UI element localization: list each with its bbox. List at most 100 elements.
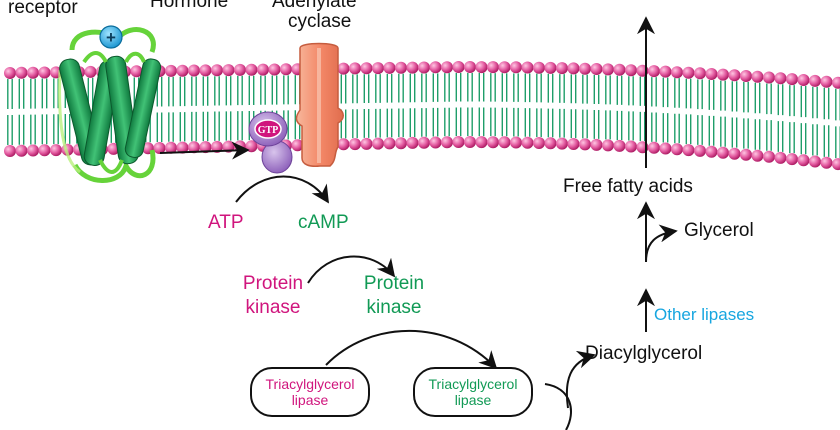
lipid-head <box>579 138 591 151</box>
lipid-head <box>280 63 292 76</box>
lipid-head <box>487 61 499 74</box>
lipid-head <box>705 145 718 158</box>
lipid-head <box>613 139 626 152</box>
lipid-head <box>395 61 407 74</box>
lipid-head <box>360 62 373 75</box>
lipid-head <box>751 70 764 83</box>
lipid-head <box>429 136 442 149</box>
lipid-head <box>797 74 810 86</box>
lipid-head <box>130 65 143 78</box>
adenylate-cyclase-label-line1: Adenylate <box>272 0 357 12</box>
adenylate-cyclase-label-line2: cyclase <box>288 11 352 32</box>
lipid-head <box>441 136 453 149</box>
lipid-head <box>544 137 557 150</box>
receptor-to-gprotein-arrow <box>159 141 250 160</box>
lipid-head <box>567 138 580 150</box>
lipid-head <box>418 136 430 149</box>
tag-lipase-inactive-line1: Triacylglycerol <box>265 376 355 392</box>
lipid-head <box>498 136 511 149</box>
lipid-head <box>510 136 522 149</box>
lipid-head <box>694 67 706 80</box>
lipid-head <box>774 72 787 85</box>
lipid-head <box>579 62 591 75</box>
lipid-head <box>659 65 672 78</box>
tag-to-dag-arrow <box>565 350 596 409</box>
lipid-head <box>383 137 396 150</box>
lipid-head <box>774 151 787 164</box>
lipid-head <box>84 65 97 78</box>
other-lipases-label: Other lipases <box>654 305 755 324</box>
lipid-head <box>567 62 580 75</box>
lipid-head <box>602 63 614 76</box>
lipid-head <box>245 63 258 76</box>
lipid-head <box>671 143 683 156</box>
protein-kinase-inactive-line2: kinase <box>245 297 301 318</box>
lipid-head <box>395 137 407 150</box>
lipid-head <box>590 138 603 151</box>
lipid-head <box>717 146 729 159</box>
lipid-head <box>751 149 764 162</box>
lipid-head <box>153 142 166 154</box>
atp-to-camp-arrow <box>235 175 329 204</box>
lipid-head <box>418 61 430 74</box>
lipid-head <box>556 62 568 75</box>
lipid-head <box>27 66 39 79</box>
free-fatty-acids-label: Free fatty acids <box>563 176 693 197</box>
tag-lipase-active-line2: lipase <box>454 392 492 408</box>
protein-kinase-active-line1: Protein <box>363 273 425 294</box>
lipid-head <box>464 136 476 148</box>
glycerol-label: Glycerol <box>684 220 754 241</box>
lipid-head <box>349 62 361 75</box>
lipid-head <box>648 141 660 154</box>
tag-lipase-active-line1: Triacylglycerol <box>428 376 518 392</box>
lipid-head <box>625 64 637 77</box>
lipid-head <box>188 141 200 154</box>
hormone-label: Hormone <box>150 0 229 12</box>
lipid-head <box>452 136 465 148</box>
lipid-head <box>199 64 212 77</box>
lipid-head <box>797 154 810 167</box>
lipid-head <box>625 140 637 153</box>
lipid-head <box>406 61 419 74</box>
lipid-head <box>786 153 798 166</box>
lipid-head <box>452 61 465 73</box>
lipid-head <box>337 138 350 151</box>
lipid-head <box>820 75 833 88</box>
camp-label: cAMP <box>298 212 349 233</box>
diacylglycerol-label: Diacylglycerol <box>585 343 703 364</box>
lipid-head <box>349 138 361 151</box>
lipid-head <box>211 140 223 153</box>
lipid-head <box>475 61 488 74</box>
lipid-head <box>383 61 396 74</box>
lipid-head <box>590 63 603 75</box>
lipid-head <box>15 66 28 79</box>
lipid-head <box>257 63 269 76</box>
lipid-head <box>475 136 488 149</box>
lipid-head <box>602 139 614 152</box>
lipid-head <box>613 63 626 76</box>
lipid-head <box>740 148 752 161</box>
lipid-head <box>199 141 212 154</box>
lipid-head <box>809 74 821 87</box>
lipid-head <box>429 61 442 74</box>
lipid-head <box>38 144 51 157</box>
lipid-head <box>659 142 672 155</box>
membrane-lipid-tails <box>7 73 840 159</box>
atp-label: ATP <box>208 212 244 233</box>
lipid-head <box>487 136 499 149</box>
g-protein: GTP <box>248 111 293 174</box>
lipid-head <box>705 68 718 80</box>
lipid-head <box>694 144 706 157</box>
lipid-head <box>15 144 28 157</box>
lipid-head <box>671 66 683 79</box>
lipid-head <box>176 141 189 154</box>
lipid-head <box>38 66 51 79</box>
tag-lipase-inactive-box: Triacylglycerol lipase <box>250 367 370 417</box>
pk-activation-arrow <box>307 255 396 284</box>
lipid-head <box>521 136 534 149</box>
lipid-head <box>165 64 177 77</box>
lipid-head <box>291 139 304 152</box>
hormone-molecule: + <box>99 25 123 49</box>
lipid-head <box>4 145 16 157</box>
